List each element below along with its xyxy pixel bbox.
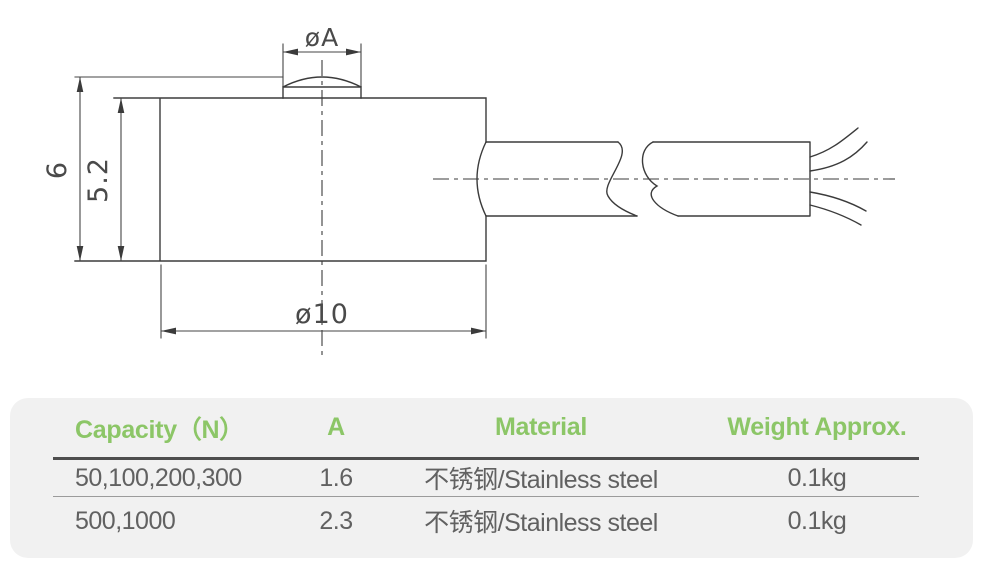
table-row: 500,1000 2.3 不锈钢/Stainless steel 0.1kg (53, 497, 919, 545)
load-cell-technical-drawing: øA 6 5.2 ø10 (42, 23, 895, 357)
spec-table-card: Capacity（N） A Material Weight Approx. 50… (10, 398, 973, 558)
load-button (282, 76, 362, 99)
cable (485, 141, 811, 217)
weight-cell: 0.1kg (787, 506, 847, 535)
header-a: A (327, 413, 345, 441)
a-cell: 2.3 (319, 506, 353, 535)
cable-break-symbol (606, 141, 679, 217)
header-weight: Weight Approx. (727, 413, 907, 441)
capacity-cell: 50,100,200,300 (75, 463, 242, 492)
header-material: Material (494, 413, 588, 441)
drawing-svg: øA 6 5.2 ø10 (42, 23, 895, 357)
cable-wires (809, 127, 868, 226)
material-cell: 不锈钢/Stainless steel (424, 509, 658, 537)
material-cell: 不锈钢/Stainless steel (424, 466, 658, 494)
capacity-cell: 500,1000 (75, 506, 176, 535)
header-capacity: Capacity（N） (75, 415, 244, 444)
spec-table: Capacity（N） A Material Weight Approx. 50… (53, 398, 919, 545)
dimension-lines (74, 43, 487, 339)
dimension-arrows (76, 48, 486, 335)
table-header-row: Capacity（N） A Material Weight Approx. (53, 398, 919, 460)
dim-body-height-label: 5.2 (83, 157, 114, 203)
a-cell: 1.6 (319, 463, 353, 492)
dim-cap-diameter-label: øA (305, 23, 339, 52)
dim-total-height-label: 6 (42, 161, 73, 179)
load-cell-body (74, 76, 487, 262)
weight-cell: 0.1kg (787, 463, 847, 492)
dim-body-diameter-label: ø10 (295, 299, 349, 330)
table-row: 50,100,200,300 1.6 不锈钢/Stainless steel 0… (53, 460, 919, 497)
